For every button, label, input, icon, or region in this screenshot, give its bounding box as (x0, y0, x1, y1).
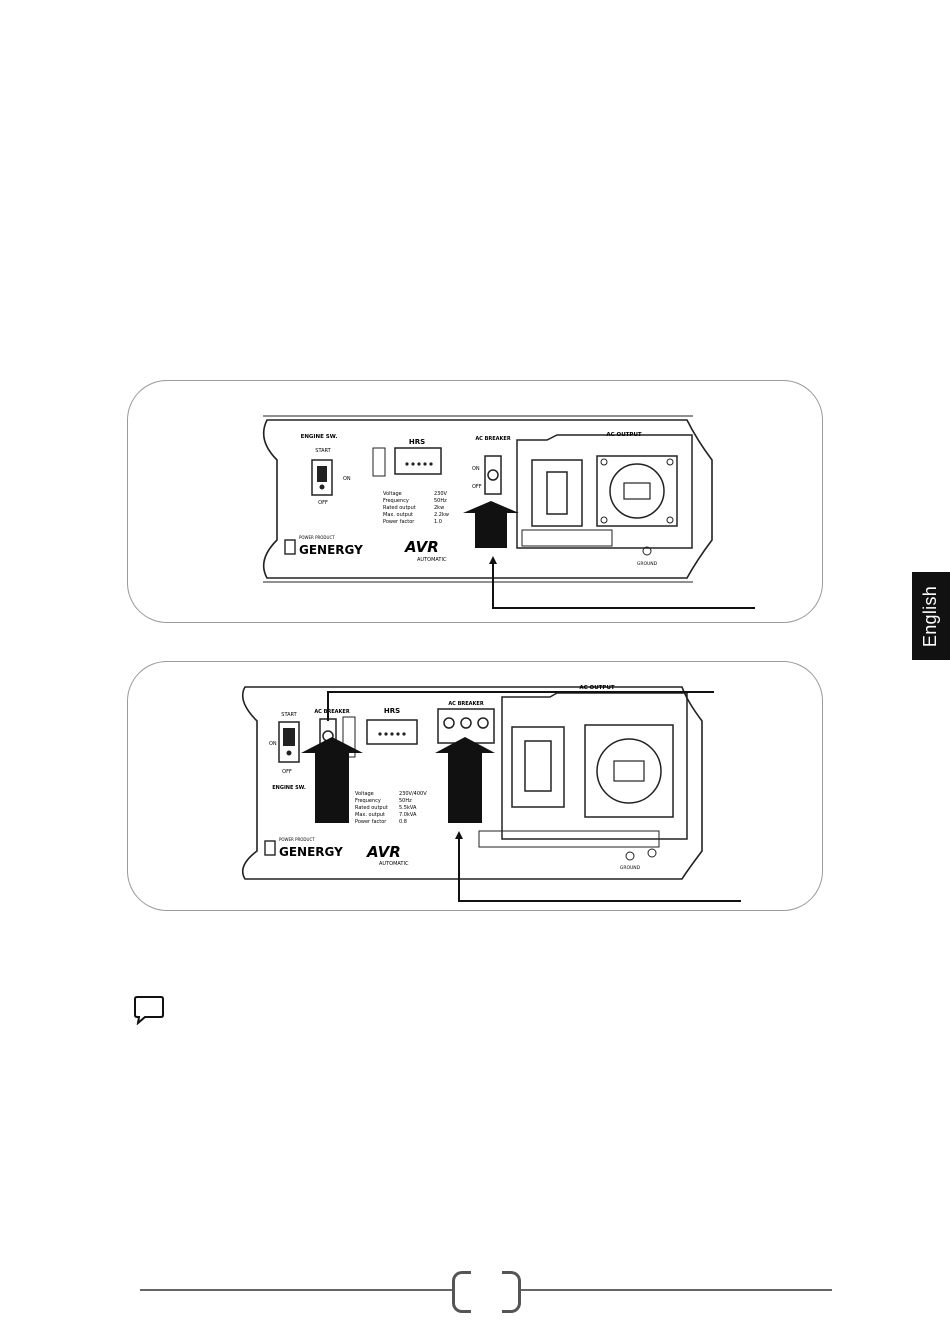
p2-on-label: ON (269, 741, 277, 747)
ground-label: GROUND (637, 561, 658, 567)
p2-spec-name-2: Rated output (355, 805, 388, 811)
p2-start-label: START (281, 712, 297, 718)
indicator-arrow-2b (435, 737, 495, 823)
p2-spec-name-0: Voltage (355, 791, 374, 797)
p2-off-label: OFF (282, 769, 292, 775)
spec-name-1: Frequency (383, 498, 409, 504)
p2-brand-name: GENERGY (279, 845, 343, 859)
p2-ground-label: GROUND (620, 865, 641, 871)
callout-line-2a (327, 691, 714, 721)
spec-name-3: Max. output (383, 512, 413, 518)
p2-engine-sw-label: ENGINE SW. (272, 785, 306, 791)
callout-line-2b (458, 837, 741, 902)
p2-ac-breaker-label: AC BREAKER (314, 709, 350, 715)
automatic-label: AUTOMATIC (417, 557, 447, 563)
breaker-on-label: ON (472, 466, 480, 472)
p2-spec-value-1: 50Hz (399, 798, 412, 804)
brand-name: GENERGY (299, 543, 363, 557)
p2-brand-tagline: POWER PRODUCT (279, 837, 315, 842)
indicator-arrow-1 (463, 501, 519, 548)
start-label: START (315, 448, 331, 454)
indicator-arrow-2a (301, 737, 363, 823)
language-tab-label: English (920, 585, 941, 647)
spec-value-4: 1.0 (434, 519, 442, 525)
p2-spec-value-3: 7.0kVA (399, 812, 417, 818)
p2-spec-value-4: 0.8 (399, 819, 407, 825)
p2-spec-name-1: Frequency (355, 798, 381, 804)
p2-spec-value-2: 5.5kVA (399, 805, 417, 811)
spec-name-2: Rated output (383, 505, 416, 511)
meter-label: HRS (409, 438, 425, 446)
breaker-off-label: OFF (472, 484, 482, 490)
spec-name-4: Power factor (383, 519, 415, 525)
p2-spec-value-0: 230V/400V (399, 791, 427, 797)
language-tab[interactable]: English (912, 572, 950, 660)
p2-brand-logo-icon (264, 840, 276, 856)
page-bracket-left (452, 1271, 471, 1313)
p2-ac-output-label: AC OUTPUT (579, 685, 615, 691)
spec-value-1: 50Hz (434, 498, 447, 504)
p2-spec-name-3: Max. output (355, 812, 385, 818)
p2-breaker2-label: AC BREAKER (448, 701, 484, 707)
p2-spec-name-4: Power factor (355, 819, 387, 825)
footer-line-left (140, 1289, 452, 1291)
note-icon (134, 996, 164, 1025)
avr-label: AVR (404, 538, 439, 556)
callout-line-1 (492, 562, 755, 609)
engine-sw-label: ENGINE SW. (301, 434, 338, 440)
page-bracket-right (502, 1271, 521, 1313)
on-label: ON (343, 476, 351, 482)
brand-tagline: POWER PRODUCT (299, 535, 335, 540)
ac-output-label: AC OUTPUT (606, 432, 642, 438)
spec-value-2: 2kw (434, 505, 444, 511)
control-panel-illustration-2: START ON OFF ENGINE SW. AC BREAKER HRS A… (241, 685, 741, 902)
spec-value-0: 230V (434, 491, 448, 497)
off-label: OFF (318, 500, 328, 506)
ac-breaker-label: AC BREAKER (475, 436, 511, 442)
brand-logo-icon (284, 539, 296, 555)
spec-name-0: Voltage (383, 491, 402, 497)
spec-value-3: 2.2kw (434, 512, 449, 518)
footer-line-right (520, 1289, 832, 1291)
p2-meter-label: HRS (384, 707, 400, 715)
p2-automatic-label: AUTOMATIC (379, 861, 409, 867)
control-panel-illustration-1: ENGINE SW. START ON OFF HRS AC BREAKER O… (262, 415, 755, 609)
p2-avr-label: AVR (366, 843, 401, 861)
